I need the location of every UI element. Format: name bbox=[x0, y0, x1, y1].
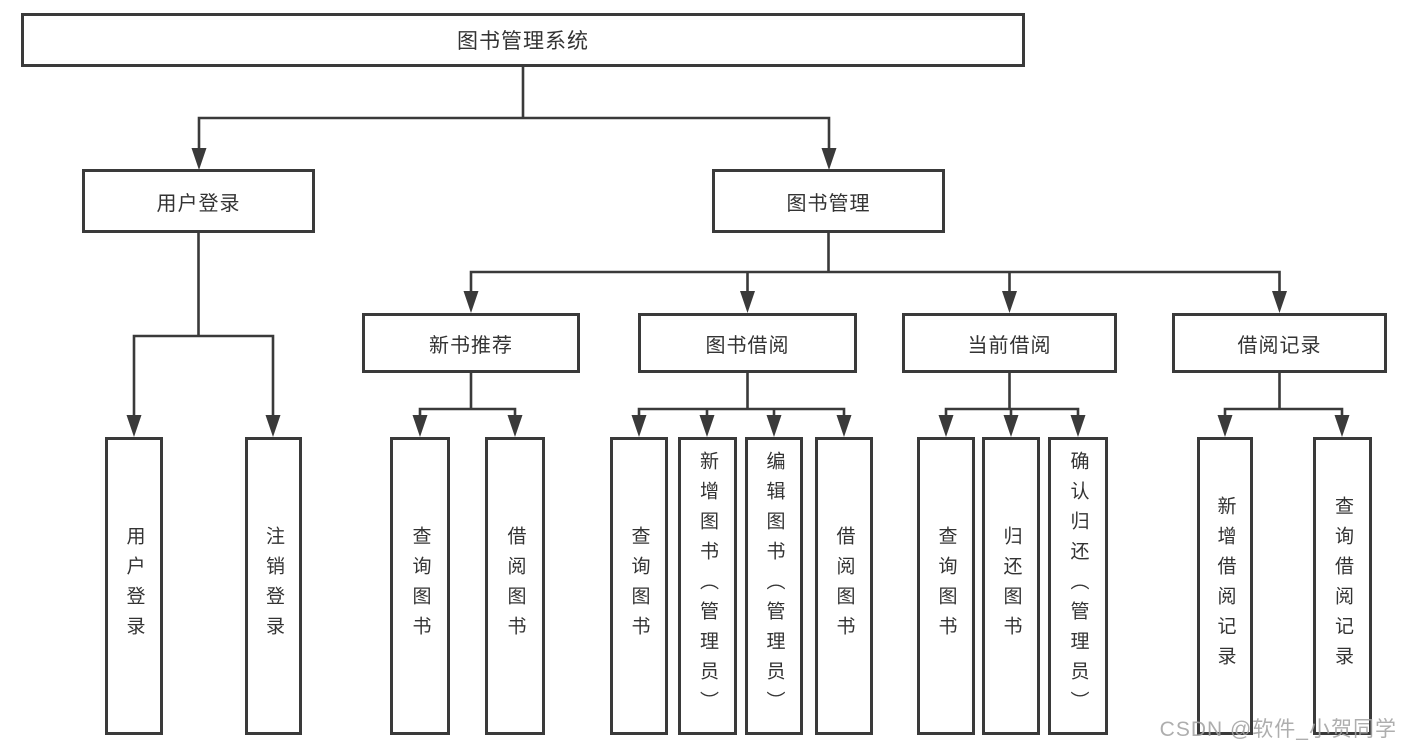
csdn-watermark: CSDN @软件_小贺同学 bbox=[1159, 718, 1397, 741]
node-book-borrow: 图书借阅 bbox=[638, 313, 857, 373]
node-leaf-logout: 注销登录 bbox=[245, 437, 302, 735]
connector-user-login-to-leaves bbox=[126, 231, 281, 437]
node-new-book-rec: 新书推荐 bbox=[362, 313, 580, 373]
node-current-borrow: 当前借阅 bbox=[902, 313, 1117, 373]
node-user-login: 用户登录 bbox=[82, 169, 315, 233]
node-leaf-return-book: 归还图书 bbox=[982, 437, 1040, 735]
node-leaf-confirm-return: 确认归还（管理员） bbox=[1048, 437, 1108, 735]
node-root: 图书管理系统 bbox=[21, 13, 1025, 67]
node-leaf-add-borrow-record: 新增借阅记录 bbox=[1197, 437, 1253, 735]
connector-book-mgmt-to-level3 bbox=[463, 231, 1287, 313]
node-leaf-query-book-1: 查询图书 bbox=[390, 437, 450, 735]
node-leaf-add-book: 新增图书（管理员） bbox=[678, 437, 737, 735]
connector-borrow-records-to-leaves bbox=[1217, 371, 1350, 437]
node-leaf-edit-book: 编辑图书（管理员） bbox=[745, 437, 803, 735]
node-leaf-query-book-3: 查询图书 bbox=[917, 437, 975, 735]
node-leaf-borrow-book-1: 借阅图书 bbox=[485, 437, 545, 735]
node-leaf-query-borrow-record: 查询借阅记录 bbox=[1313, 437, 1372, 735]
connector-current-borrow-to-leaves bbox=[938, 371, 1086, 437]
connector-new-book-rec-to-leaves bbox=[412, 371, 523, 437]
node-leaf-query-book-2: 查询图书 bbox=[610, 437, 668, 735]
node-borrow-records: 借阅记录 bbox=[1172, 313, 1387, 373]
node-leaf-user-login: 用户登录 bbox=[105, 437, 163, 735]
node-leaf-borrow-book-2: 借阅图书 bbox=[815, 437, 873, 735]
connector-book-borrow-to-leaves bbox=[631, 371, 852, 437]
connector-root-to-level2 bbox=[191, 64, 837, 170]
node-book-mgmt: 图书管理 bbox=[712, 169, 945, 233]
